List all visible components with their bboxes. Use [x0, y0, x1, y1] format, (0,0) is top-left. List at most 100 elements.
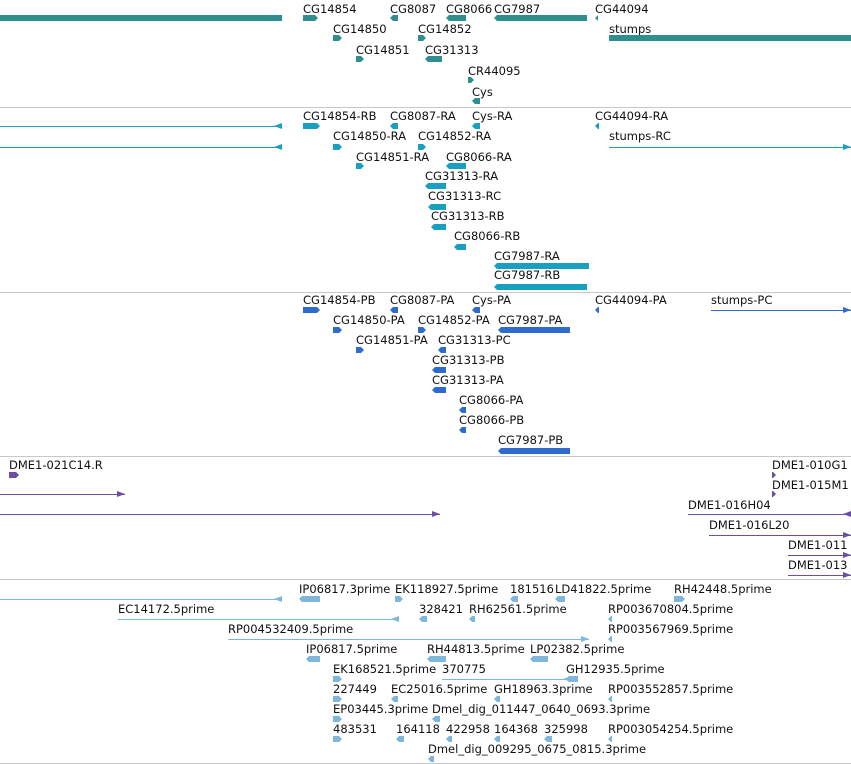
feature-glyph[interactable] — [9, 472, 19, 478]
feature-glyph[interactable] — [595, 307, 599, 313]
feature-label[interactable]: DME1-016L20 — [709, 518, 790, 532]
feature-label[interactable]: stumps-RC — [609, 129, 671, 143]
feature-label[interactable]: DME1-013 — [788, 558, 848, 572]
feature-glyph[interactable] — [498, 327, 570, 333]
feature-label[interactable]: CG8066-RB — [454, 229, 521, 243]
feature-label[interactable]: CG14852 — [418, 22, 472, 36]
feature-glyph[interactable] — [390, 123, 398, 129]
feature-glyph[interactable] — [428, 756, 434, 762]
feature-label[interactable]: EK118927.5prime — [395, 582, 499, 596]
feature-glyph[interactable] — [510, 596, 518, 602]
feature-label[interactable]: CG14854 — [303, 2, 357, 16]
feature-label[interactable]: RH62561.5prime — [469, 602, 567, 616]
feature-glyph[interactable] — [0, 15, 282, 21]
feature-label[interactable]: Dmel_dig_011447_0640_0693.3prime — [432, 702, 651, 716]
feature-glyph[interactable] — [333, 35, 342, 41]
feature-glyph[interactable] — [494, 263, 589, 269]
feature-glyph[interactable] — [306, 656, 320, 662]
feature-glyph[interactable] — [303, 307, 320, 313]
feature-glyph[interactable] — [566, 676, 578, 682]
feature-label[interactable]: CG7987-PA — [498, 313, 563, 327]
feature-intron-line[interactable] — [609, 147, 851, 148]
feature-intron-line[interactable] — [709, 535, 851, 536]
feature-glyph[interactable] — [390, 15, 398, 21]
feature-glyph[interactable] — [419, 616, 427, 622]
feature-glyph[interactable] — [459, 407, 466, 413]
feature-glyph[interactable] — [498, 448, 570, 454]
feature-glyph[interactable] — [608, 636, 612, 642]
feature-label[interactable]: RP003054254.5prime — [608, 722, 734, 736]
feature-intron-line[interactable] — [118, 619, 399, 620]
feature-glyph[interactable] — [494, 736, 500, 742]
feature-label[interactable]: CG31313-RA — [425, 169, 499, 183]
feature-label[interactable]: CG14852-RA — [418, 129, 492, 143]
feature-label[interactable]: RP003670804.5prime — [608, 602, 734, 616]
feature-label[interactable]: Cys — [472, 85, 493, 99]
feature-intron-line[interactable] — [0, 147, 282, 148]
feature-glyph[interactable] — [472, 98, 480, 104]
feature-label[interactable]: Cys-PA — [472, 293, 512, 307]
feature-label[interactable]: RP003552857.5prime — [608, 682, 734, 696]
feature-glyph[interactable] — [333, 144, 342, 150]
feature-glyph[interactable] — [544, 736, 552, 742]
feature-label[interactable]: 328421 — [419, 602, 463, 616]
feature-glyph[interactable] — [396, 736, 404, 742]
feature-label[interactable]: CG8087-PA — [390, 293, 455, 307]
feature-label[interactable]: 164368 — [494, 722, 538, 736]
feature-label[interactable]: CG14851-PA — [356, 333, 428, 347]
feature-label[interactable]: 181516 — [510, 582, 554, 596]
feature-glyph[interactable] — [303, 15, 318, 21]
feature-label[interactable]: CG31313-PB — [432, 353, 505, 367]
feature-glyph[interactable] — [356, 56, 364, 62]
feature-label[interactable]: Dmel_dig_009295_0675_0815.3prime — [428, 742, 647, 756]
feature-glyph[interactable] — [446, 736, 452, 742]
feature-glyph[interactable] — [608, 696, 612, 702]
feature-glyph[interactable] — [425, 183, 446, 189]
feature-glyph[interactable] — [356, 163, 364, 169]
feature-glyph[interactable] — [431, 224, 446, 230]
feature-glyph[interactable] — [299, 596, 320, 602]
feature-intron-line[interactable] — [711, 310, 851, 311]
feature-label[interactable]: GH18963.3prime — [494, 682, 593, 696]
feature-label[interactable]: EC25016.5prime — [391, 682, 488, 696]
feature-intron-line[interactable] — [788, 575, 851, 576]
feature-label[interactable]: CG14852-PA — [418, 313, 490, 327]
feature-glyph[interactable] — [395, 596, 403, 602]
feature-glyph[interactable] — [472, 307, 480, 313]
feature-glyph[interactable] — [356, 347, 364, 353]
feature-label[interactable]: LD41822.5prime — [555, 582, 652, 596]
feature-glyph[interactable] — [446, 15, 466, 21]
feature-glyph[interactable] — [555, 596, 565, 602]
feature-label[interactable]: RP003567969.5prime — [608, 622, 734, 636]
feature-glyph[interactable] — [333, 696, 342, 702]
feature-glyph[interactable] — [418, 144, 426, 150]
feature-glyph[interactable] — [608, 616, 612, 622]
feature-label[interactable]: CG44094-PA — [595, 293, 667, 307]
feature-label[interactable]: IP06817.3prime — [299, 582, 391, 596]
feature-intron-line[interactable] — [688, 514, 851, 515]
feature-label[interactable]: DME1-010G1 — [772, 458, 848, 472]
feature-label[interactable]: CG8066-PA — [459, 393, 524, 407]
feature-glyph[interactable] — [432, 716, 440, 722]
feature-label[interactable]: EC14172.5prime — [118, 602, 215, 616]
feature-glyph[interactable] — [333, 676, 342, 682]
feature-glyph[interactable] — [418, 35, 426, 41]
feature-label[interactable]: RP004532409.5prime — [228, 622, 354, 636]
feature-glyph[interactable] — [438, 347, 446, 353]
feature-label[interactable]: EK168521.5prime — [333, 662, 437, 676]
feature-glyph[interactable] — [454, 244, 466, 250]
feature-label[interactable]: CG14850-PA — [333, 313, 405, 327]
feature-glyph[interactable] — [608, 736, 612, 742]
feature-label[interactable]: CG7987-RA — [494, 249, 560, 263]
feature-glyph[interactable] — [469, 616, 475, 622]
feature-glyph[interactable] — [427, 656, 446, 662]
feature-glyph[interactable] — [391, 696, 398, 702]
feature-label[interactable]: CG8066-RA — [446, 150, 512, 164]
feature-label[interactable]: CG31313 — [425, 43, 479, 57]
feature-intron-line[interactable] — [442, 679, 571, 680]
feature-label[interactable]: 325998 — [544, 722, 588, 736]
feature-intron-line[interactable] — [0, 126, 282, 127]
feature-label[interactable]: CG7987-RB — [494, 268, 561, 282]
feature-label[interactable]: 227449 — [333, 682, 377, 696]
feature-glyph[interactable] — [333, 736, 342, 742]
